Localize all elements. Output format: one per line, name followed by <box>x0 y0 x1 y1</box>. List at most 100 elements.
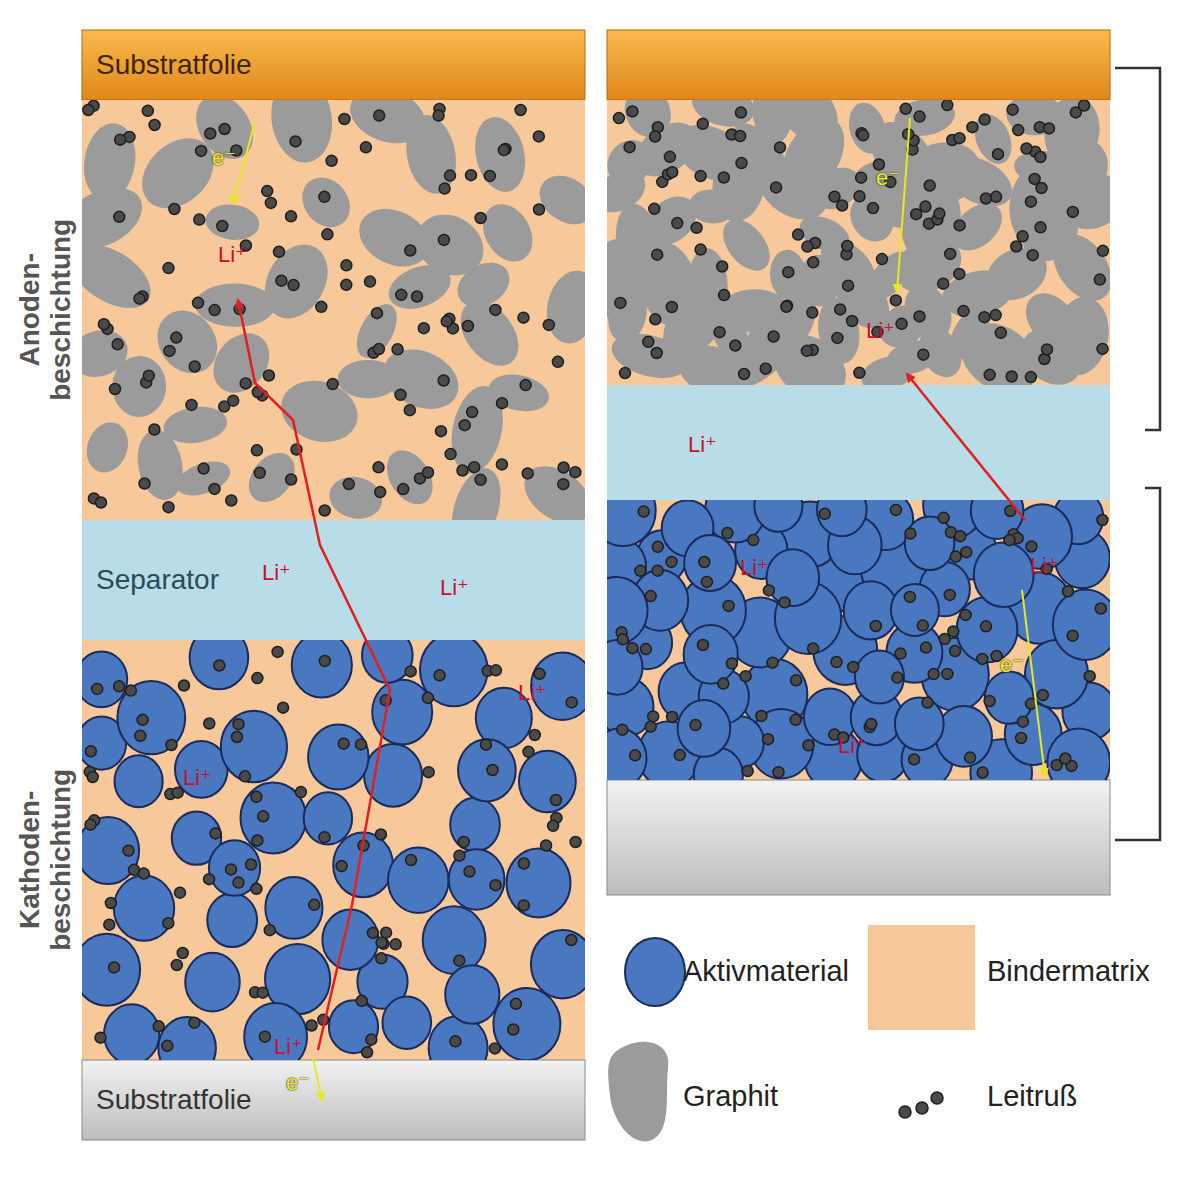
carbon-black <box>695 244 706 255</box>
carbon-black <box>791 675 802 686</box>
carbon-black <box>666 302 677 313</box>
carbon-black <box>205 128 216 139</box>
carbon-black <box>630 750 641 761</box>
carbon-black <box>730 340 741 351</box>
graphite-particle <box>746 145 840 233</box>
ion-label: Li⁺ <box>518 680 547 706</box>
carbon-black <box>339 114 350 125</box>
carbon-black <box>240 378 251 389</box>
carbon-black <box>163 502 174 513</box>
active-particle <box>364 744 422 807</box>
carbon-black <box>423 467 434 478</box>
carbon-black <box>650 131 661 142</box>
substrate-foil <box>82 1060 585 1140</box>
carbon-black <box>375 829 386 840</box>
carbon-black <box>664 151 675 162</box>
carbon-black <box>667 167 678 178</box>
active-particle <box>844 581 898 639</box>
carbon-black <box>843 280 854 291</box>
carbon-black <box>204 718 215 729</box>
carbon-black <box>832 332 843 343</box>
electron-path <box>313 1058 322 1100</box>
legend-label: Aktivmaterial <box>683 955 849 988</box>
carbon-black <box>895 648 906 659</box>
carbon-black <box>404 405 415 416</box>
ion-label: Li⁺ <box>440 575 469 601</box>
carbon-black <box>624 142 635 153</box>
carbon-black <box>217 221 228 232</box>
carbon-black <box>276 275 287 286</box>
carbon-black <box>627 106 638 117</box>
active-material-sample <box>625 938 685 1006</box>
carbon-black <box>365 276 376 287</box>
carbon-black <box>422 692 433 703</box>
carbon-black <box>198 463 209 474</box>
carbon-black <box>866 718 877 729</box>
active-particle <box>531 930 585 998</box>
anode-coating <box>82 100 585 520</box>
carbon-black <box>135 730 146 741</box>
active-particle <box>185 953 240 1012</box>
carbon-black <box>735 131 746 142</box>
active-particle <box>974 542 1034 607</box>
carbon-black <box>672 218 683 229</box>
active-particle <box>985 671 1034 723</box>
graphite-particle <box>132 426 189 504</box>
carbon-black <box>854 191 865 202</box>
carbon-black <box>739 369 750 380</box>
graphite-particle <box>943 194 1011 260</box>
carbon-black <box>979 312 990 323</box>
carbon-black <box>438 234 449 245</box>
carbon-black <box>464 866 475 877</box>
active-particle <box>114 876 174 941</box>
carbon-black <box>175 887 186 898</box>
graphite-particle <box>343 100 433 153</box>
active-particle <box>905 517 955 571</box>
carbon-black <box>98 319 109 330</box>
carbon-black <box>701 576 712 587</box>
carbon-black <box>1026 541 1037 552</box>
graphite-particle <box>468 112 532 197</box>
band-label: Substratfolie <box>96 1084 252 1116</box>
carbon-black <box>164 345 175 356</box>
carbon-black <box>484 170 495 181</box>
carbon-black <box>372 308 383 319</box>
carbon-black <box>870 621 881 632</box>
carbon-black <box>356 739 367 750</box>
carbon-black <box>114 681 125 692</box>
carbon-black <box>691 222 702 233</box>
carbon-black <box>274 246 285 257</box>
carbon-black <box>652 541 663 552</box>
active-particle <box>82 817 139 884</box>
carbon-black <box>258 811 269 822</box>
graphite-particle <box>203 201 261 243</box>
legend-label: Bindermatrix <box>987 955 1150 988</box>
active-particle <box>607 577 648 644</box>
carbon-black <box>475 213 486 224</box>
carbon-black <box>496 459 507 470</box>
carbon-black <box>139 478 150 489</box>
active-particle <box>117 681 185 754</box>
carbon-black <box>319 191 330 202</box>
carbon-black <box>736 158 747 169</box>
ion-label: Li⁺ <box>218 242 247 268</box>
carbon-black <box>543 319 554 330</box>
carbon-black <box>257 987 268 998</box>
carbon-black <box>803 740 814 751</box>
active-particle <box>607 500 656 546</box>
separator-band <box>607 385 1110 500</box>
carbon-black <box>831 657 842 668</box>
carbon-black <box>490 665 501 676</box>
carbon-black-sample <box>916 1102 928 1114</box>
carbon-black <box>114 211 125 222</box>
carbon-black <box>209 483 220 494</box>
carbon-black <box>967 122 978 133</box>
carbon-black <box>262 186 273 197</box>
carbon-black <box>376 937 387 948</box>
carbon-black <box>977 653 988 664</box>
graphite-particle <box>239 444 304 511</box>
active-particle <box>221 711 287 782</box>
carbon-black <box>316 301 327 312</box>
carbon-black <box>950 551 961 562</box>
active-particle <box>190 640 249 689</box>
